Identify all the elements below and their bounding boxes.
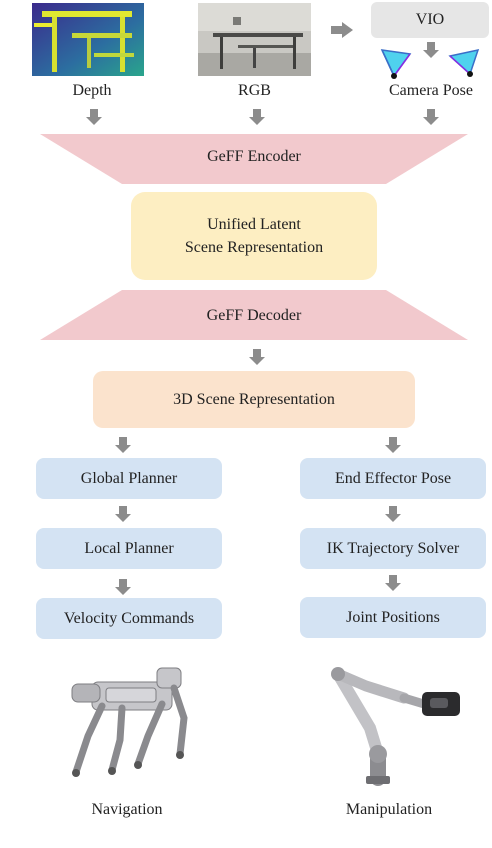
rgb-down-arrow-icon	[249, 109, 265, 125]
nav-down-arrow-icon-2	[115, 506, 131, 522]
right-arrow-icon	[331, 22, 353, 38]
depth-image	[32, 3, 144, 76]
vio-box: VIO	[371, 2, 489, 38]
quadruped-robot-image	[62, 654, 212, 784]
navigation-caption: Navigation	[91, 801, 163, 818]
down-arrow-icon	[423, 42, 439, 58]
latent-line2: Scene Representation	[184, 239, 324, 256]
decoder-down-arrow-icon	[249, 349, 265, 365]
velocity-commands-label: Velocity Commands	[63, 609, 195, 627]
rgb-image	[198, 3, 311, 76]
depth-label: Depth	[72, 82, 112, 99]
manip-down-arrow-icon-2	[385, 506, 401, 522]
geff-decoder-label: GeFF Decoder	[206, 307, 302, 324]
manip-down-arrow-icon-3	[385, 575, 401, 591]
rgb-label: RGB	[238, 82, 271, 99]
velocity-commands-box: Velocity Commands	[36, 598, 222, 639]
end-effector-pose-label: End Effector Pose	[334, 469, 452, 487]
unified-latent-box: Unified Latent Scene Representation	[131, 192, 377, 280]
latent-line1: Unified Latent	[207, 216, 301, 233]
joint-positions-box: Joint Positions	[300, 597, 486, 638]
geff-decoder: GeFF Decoder	[40, 290, 468, 340]
local-planner-box: Local Planner	[36, 528, 222, 569]
vio-label: VIO	[415, 11, 445, 28]
local-planner-label: Local Planner	[84, 539, 174, 557]
end-effector-pose-box: End Effector Pose	[300, 458, 486, 499]
scene-3d-box: 3D Scene Representation	[93, 371, 415, 428]
global-planner-label: Global Planner	[80, 469, 178, 487]
camera-pose-label: Camera Pose	[389, 82, 473, 99]
manipulation-caption: Manipulation	[345, 801, 433, 818]
ik-trajectory-solver-box: IK Trajectory Solver	[300, 528, 486, 569]
nav-down-arrow-icon-1	[115, 437, 131, 453]
pose-down-arrow-icon	[423, 109, 439, 125]
camera-frustum-icon	[378, 44, 490, 84]
joint-positions-label: Joint Positions	[346, 608, 440, 626]
geff-encoder-label: GeFF Encoder	[207, 148, 301, 165]
geff-encoder: GeFF Encoder	[40, 134, 468, 184]
depth-down-arrow-icon	[86, 109, 102, 125]
scene-3d-label: 3D Scene Representation	[173, 390, 335, 408]
nav-down-arrow-icon-3	[115, 579, 131, 595]
ik-trajectory-solver-label: IK Trajectory Solver	[326, 539, 460, 557]
global-planner-box: Global Planner	[36, 458, 222, 499]
manip-down-arrow-icon-1	[385, 437, 401, 453]
robot-arm-image	[326, 658, 466, 788]
